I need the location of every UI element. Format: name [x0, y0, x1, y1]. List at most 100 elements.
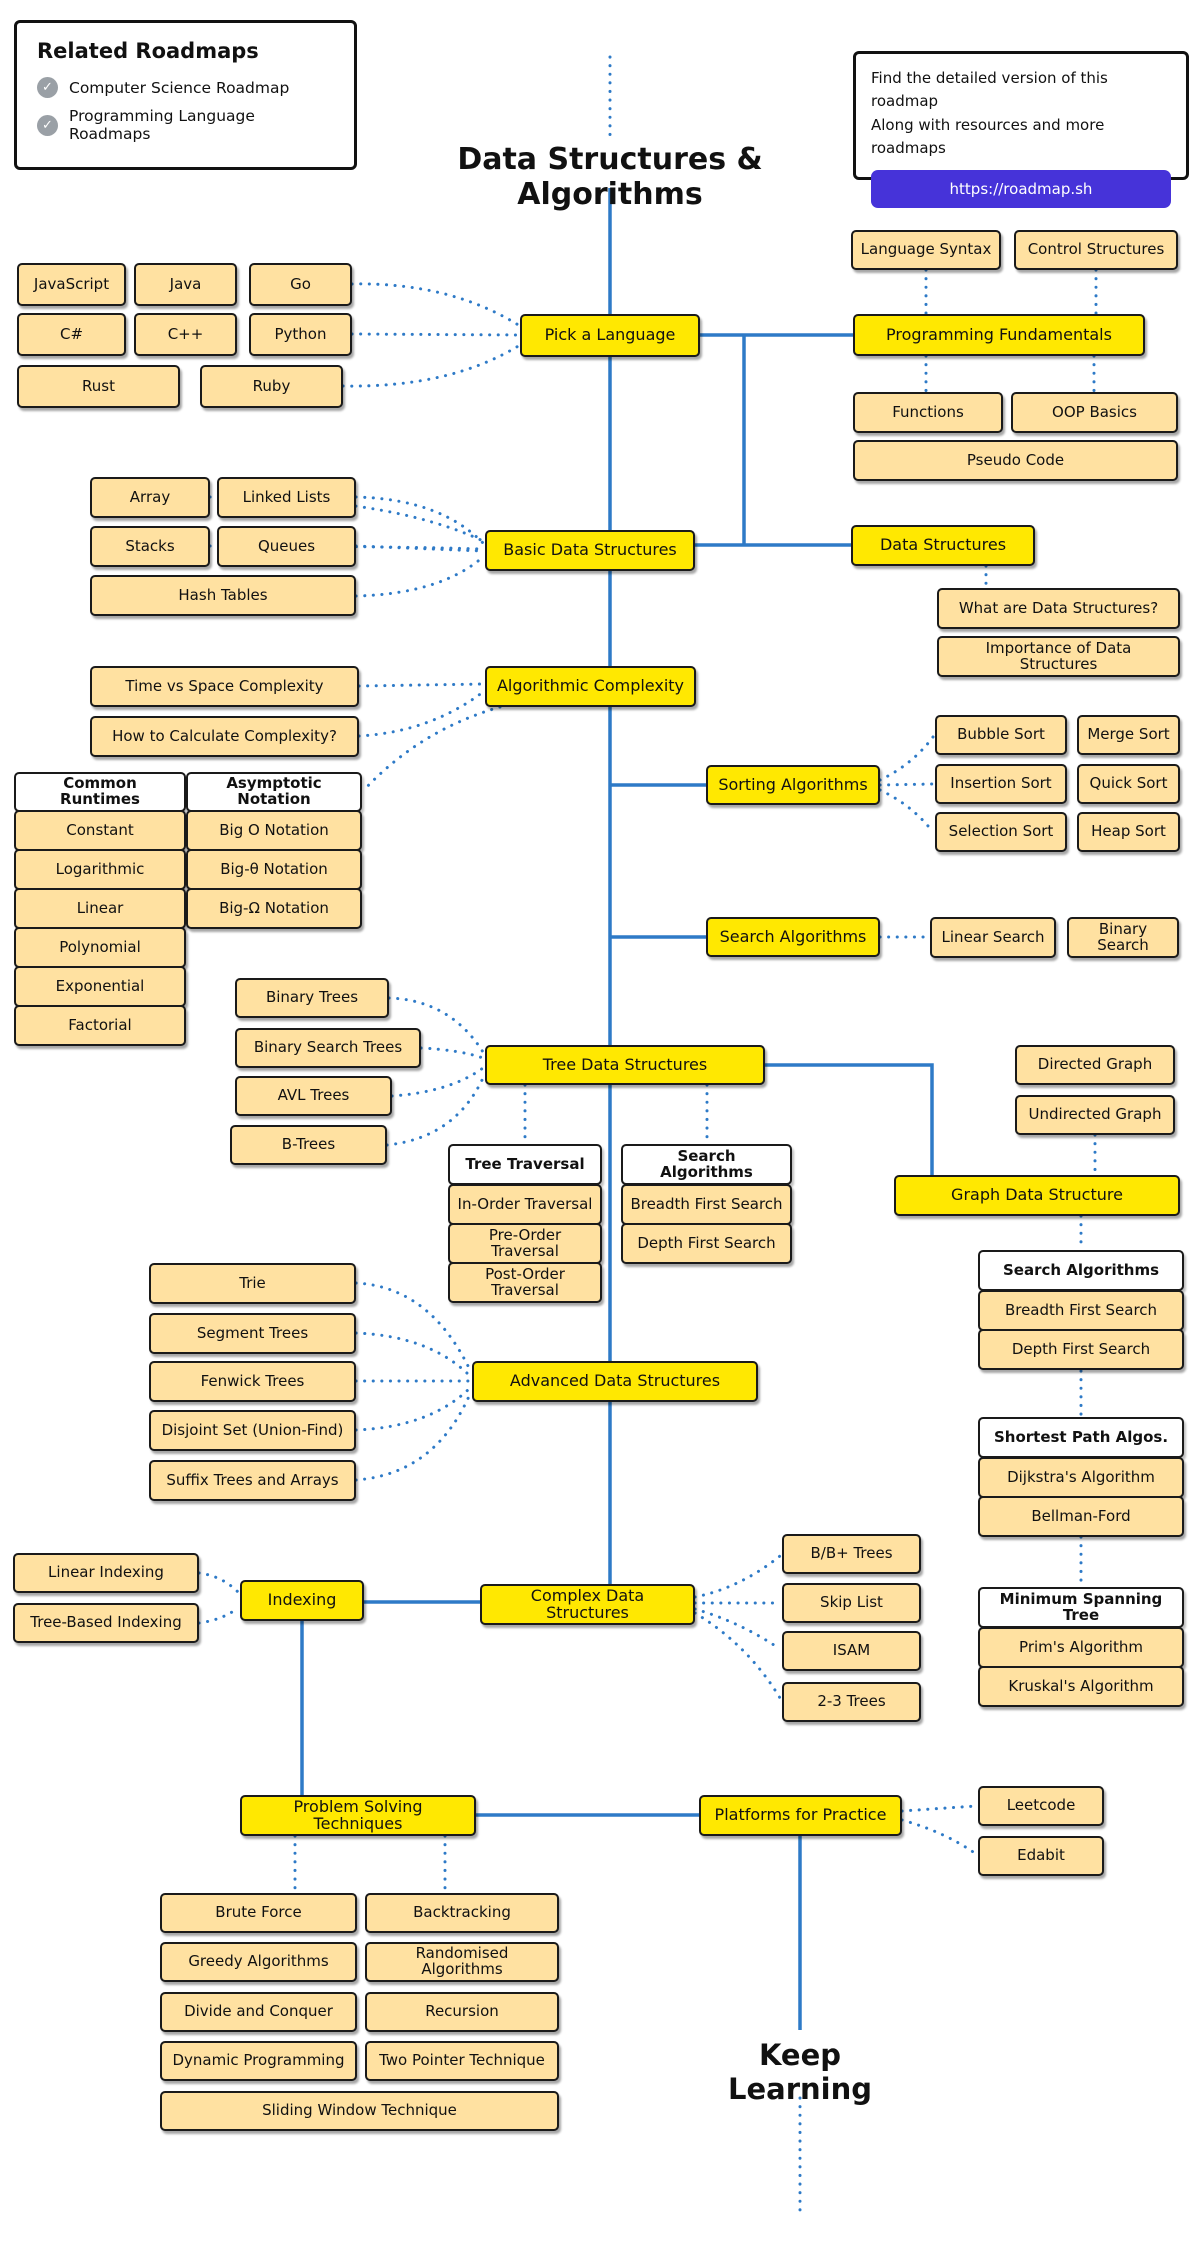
node-edabit[interactable]: Edabit	[978, 1836, 1104, 1876]
node-depth-first-search-graph[interactable]: Depth First Search	[978, 1329, 1184, 1370]
node-how-to-calculate-complexity[interactable]: How to Calculate Complexity?	[90, 716, 359, 757]
node-tree-data-structures[interactable]: Tree Data Structures	[485, 1045, 765, 1085]
node-recursion[interactable]: Recursion	[365, 1992, 559, 2032]
node-big-omega-notation[interactable]: Big-Ω Notation	[186, 888, 362, 929]
node-in-order-traversal[interactable]: In-Order Traversal	[448, 1184, 602, 1225]
node-big-theta-notation[interactable]: Big-θ Notation	[186, 849, 362, 890]
node-functions[interactable]: Functions	[853, 392, 1003, 433]
node-platforms-for-practice[interactable]: Platforms for Practice	[699, 1795, 902, 1836]
node-divide-and-conquer[interactable]: Divide and Conquer	[160, 1992, 357, 2032]
node-two-pointer-technique[interactable]: Two Pointer Technique	[365, 2041, 559, 2081]
related-roadmap-item-programming-language[interactable]: ✓ Programming Language Roadmaps	[37, 107, 334, 143]
node-skip-list[interactable]: Skip List	[782, 1583, 921, 1623]
node-backtracking[interactable]: Backtracking	[365, 1893, 559, 1933]
node-javascript[interactable]: JavaScript	[17, 263, 126, 306]
related-roadmap-label: Computer Science Roadmap	[69, 78, 290, 97]
node-algorithmic-complexity[interactable]: Algorithmic Complexity	[485, 666, 696, 707]
node-sliding-window-technique[interactable]: Sliding Window Technique	[160, 2091, 559, 2131]
node-fenwick-trees[interactable]: Fenwick Trees	[149, 1361, 356, 1402]
node-indexing[interactable]: Indexing	[240, 1580, 364, 1621]
node-stacks[interactable]: Stacks	[90, 526, 210, 567]
node-trie[interactable]: Trie	[149, 1263, 356, 1304]
node-constant[interactable]: Constant	[14, 810, 186, 851]
group-header-minimum-spanning-tree: Minimum Spanning Tree	[978, 1587, 1184, 1628]
node-quick-sort[interactable]: Quick Sort	[1077, 764, 1180, 804]
node-csharp[interactable]: C#	[17, 313, 126, 356]
node-oop-basics[interactable]: OOP Basics	[1011, 392, 1178, 433]
node-array[interactable]: Array	[90, 477, 210, 518]
node-complex-data-structures[interactable]: Complex Data Structures	[480, 1584, 695, 1625]
node-language-syntax[interactable]: Language Syntax	[851, 230, 1001, 270]
node-leetcode[interactable]: Leetcode	[978, 1786, 1104, 1826]
node-basic-data-structures[interactable]: Basic Data Structures	[485, 530, 695, 571]
node-kruskals-algorithm[interactable]: Kruskal's Algorithm	[978, 1666, 1184, 1707]
node-dijkstras-algorithm[interactable]: Dijkstra's Algorithm	[978, 1457, 1184, 1498]
node-linked-lists[interactable]: Linked Lists	[217, 477, 356, 518]
node-breadth-first-search-tree[interactable]: Breadth First Search	[621, 1184, 792, 1225]
node-problem-solving-techniques[interactable]: Problem Solving Techniques	[240, 1795, 476, 1836]
node-bubble-sort[interactable]: Bubble Sort	[935, 715, 1067, 755]
promo-text-line1: Find the detailed version of this roadma…	[871, 69, 1108, 111]
node-factorial[interactable]: Factorial	[14, 1005, 186, 1046]
node-undirected-graph[interactable]: Undirected Graph	[1015, 1095, 1175, 1135]
node-prims-algorithm[interactable]: Prim's Algorithm	[978, 1627, 1184, 1668]
node-linear-indexing[interactable]: Linear Indexing	[13, 1553, 199, 1593]
node-go[interactable]: Go	[249, 263, 352, 306]
node-pick-a-language[interactable]: Pick a Language	[520, 314, 700, 357]
node-control-structures[interactable]: Control Structures	[1014, 230, 1178, 270]
node-exponential[interactable]: Exponential	[14, 966, 186, 1007]
node-heap-sort[interactable]: Heap Sort	[1077, 812, 1180, 852]
node-rust[interactable]: Rust	[17, 365, 180, 408]
node-binary-trees[interactable]: Binary Trees	[235, 978, 389, 1018]
node-search-algorithms[interactable]: Search Algorithms	[706, 917, 880, 957]
node-time-vs-space-complexity[interactable]: Time vs Space Complexity	[90, 666, 359, 707]
node-sorting-algorithms[interactable]: Sorting Algorithms	[706, 765, 880, 805]
roadmap-link-button[interactable]: https://roadmap.sh	[871, 170, 1171, 208]
node-suffix-trees-and-arrays[interactable]: Suffix Trees and Arrays	[149, 1460, 356, 1501]
node-avl-trees[interactable]: AVL Trees	[235, 1076, 392, 1116]
node-isam[interactable]: ISAM	[782, 1631, 921, 1671]
node-greedy-algorithms[interactable]: Greedy Algorithms	[160, 1942, 357, 1982]
node-depth-first-search-tree[interactable]: Depth First Search	[621, 1223, 792, 1264]
node-2-3-trees[interactable]: 2-3 Trees	[782, 1682, 921, 1722]
node-data-structures[interactable]: Data Structures	[851, 525, 1035, 566]
node-pseudo-code[interactable]: Pseudo Code	[853, 440, 1178, 481]
node-bellman-ford[interactable]: Bellman-Ford	[978, 1496, 1184, 1537]
node-disjoint-set[interactable]: Disjoint Set (Union-Find)	[149, 1410, 356, 1451]
node-cpp[interactable]: C++	[134, 313, 237, 356]
node-bb-plus-trees[interactable]: B/B+ Trees	[782, 1534, 921, 1574]
node-insertion-sort[interactable]: Insertion Sort	[935, 764, 1067, 804]
node-graph-data-structure[interactable]: Graph Data Structure	[894, 1175, 1180, 1216]
node-randomised-algorithms[interactable]: Randomised Algorithms	[365, 1942, 559, 1982]
node-logarithmic[interactable]: Logarithmic	[14, 849, 186, 890]
node-breadth-first-search-graph[interactable]: Breadth First Search	[978, 1290, 1184, 1331]
node-binary-search-trees[interactable]: Binary Search Trees	[235, 1028, 421, 1068]
node-what-are-data-structures[interactable]: What are Data Structures?	[937, 588, 1180, 629]
node-importance-of-data-structures[interactable]: Importance of Data Structures	[937, 636, 1180, 677]
node-segment-trees[interactable]: Segment Trees	[149, 1313, 356, 1354]
related-roadmaps-title: Related Roadmaps	[37, 39, 259, 63]
node-big-o-notation[interactable]: Big O Notation	[186, 810, 362, 851]
node-directed-graph[interactable]: Directed Graph	[1015, 1045, 1175, 1085]
node-python[interactable]: Python	[249, 313, 352, 356]
node-queues[interactable]: Queues	[217, 526, 356, 567]
node-merge-sort[interactable]: Merge Sort	[1077, 715, 1180, 755]
node-programming-fundamentals[interactable]: Programming Fundamentals	[853, 314, 1145, 356]
node-dynamic-programming[interactable]: Dynamic Programming	[160, 2041, 357, 2081]
related-roadmap-item-computer-science[interactable]: ✓ Computer Science Roadmap	[37, 77, 334, 98]
node-polynomial[interactable]: Polynomial	[14, 927, 186, 968]
node-advanced-data-structures[interactable]: Advanced Data Structures	[472, 1361, 758, 1402]
node-tree-based-indexing[interactable]: Tree-Based Indexing	[13, 1603, 199, 1643]
node-hash-tables[interactable]: Hash Tables	[90, 575, 356, 616]
node-selection-sort[interactable]: Selection Sort	[935, 812, 1067, 852]
node-brute-force[interactable]: Brute Force	[160, 1893, 357, 1933]
node-linear[interactable]: Linear	[14, 888, 186, 929]
node-ruby[interactable]: Ruby	[200, 365, 343, 408]
node-pre-order-traversal[interactable]: Pre-Order Traversal	[448, 1223, 602, 1264]
node-linear-search[interactable]: Linear Search	[930, 917, 1056, 958]
node-java[interactable]: Java	[134, 263, 237, 306]
node-binary-search[interactable]: Binary Search	[1067, 917, 1179, 958]
node-b-trees[interactable]: B-Trees	[230, 1125, 387, 1165]
node-post-order-traversal[interactable]: Post-Order Traversal	[448, 1262, 602, 1303]
